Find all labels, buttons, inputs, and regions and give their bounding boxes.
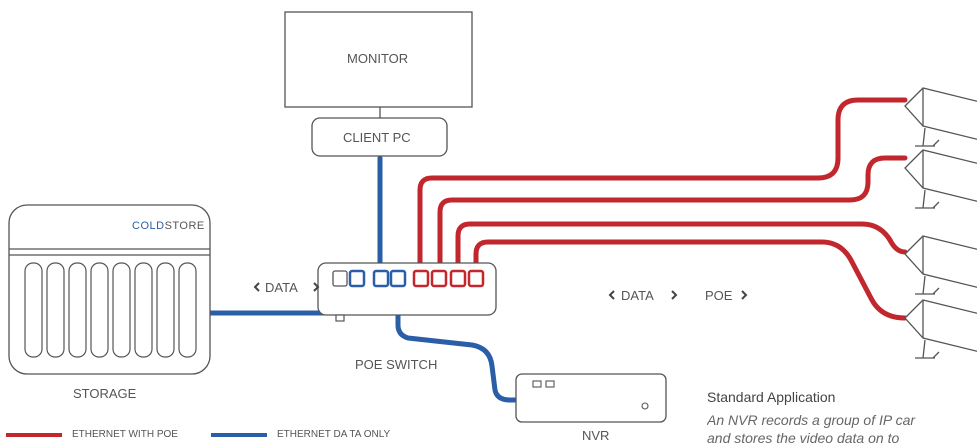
switch-foot — [335, 314, 345, 322]
poe-cables — [417, 97, 908, 321]
switch-port-highlights — [348, 269, 485, 288]
chevron-right-icon — [313, 282, 320, 292]
client-pc-label: CLIENT PC — [343, 130, 411, 145]
legend-poe-swatch — [6, 433, 62, 437]
poe-cable-4 — [473, 239, 908, 321]
chevron-right-icon — [671, 290, 678, 300]
storage-bays — [24, 262, 197, 358]
legend-data-swatch — [211, 433, 267, 437]
data-cable-nvr — [395, 299, 523, 403]
chevron-left-icon — [608, 290, 615, 300]
data-label-right: DATA — [621, 288, 654, 303]
storage-box — [8, 204, 211, 375]
info-text-line-2: and stores the video data on to — [707, 430, 900, 446]
chevron-right-icon — [741, 290, 748, 300]
info-text: An NVR records a group of IP car and sto… — [707, 411, 977, 447]
poe-cable-1 — [417, 97, 908, 273]
storage-brand-store: STORE — [164, 220, 205, 232]
poe-label: POE — [705, 288, 733, 303]
legend-poe-label: ETHERNET WITH POE — [72, 429, 178, 440]
info-title: Standard Application — [707, 389, 836, 405]
monitor-label: MONITOR — [347, 51, 409, 66]
info-text-line-1: An NVR records a group of IP car — [707, 412, 916, 428]
client-pc-box — [311, 117, 448, 157]
nvr-label: NVR — [582, 428, 610, 443]
storage-brand-cold: COLD — [132, 220, 165, 232]
data-label-left: DATA — [265, 280, 298, 295]
legend-data-label: ETHERNET DA TA ONLY — [277, 429, 391, 440]
poe-cable-2 — [437, 155, 908, 273]
camera-icon — [904, 87, 977, 359]
poe-switch-label: POE SWITCH — [355, 357, 438, 372]
chevron-left-icon — [253, 282, 260, 292]
chevron-icons — [253, 282, 748, 300]
monitor-box — [284, 11, 473, 108]
storage-brand: COLDSTORE — [132, 220, 205, 232]
poe-cable-3 — [455, 221, 908, 273]
storage-label: STORAGE — [73, 386, 137, 401]
